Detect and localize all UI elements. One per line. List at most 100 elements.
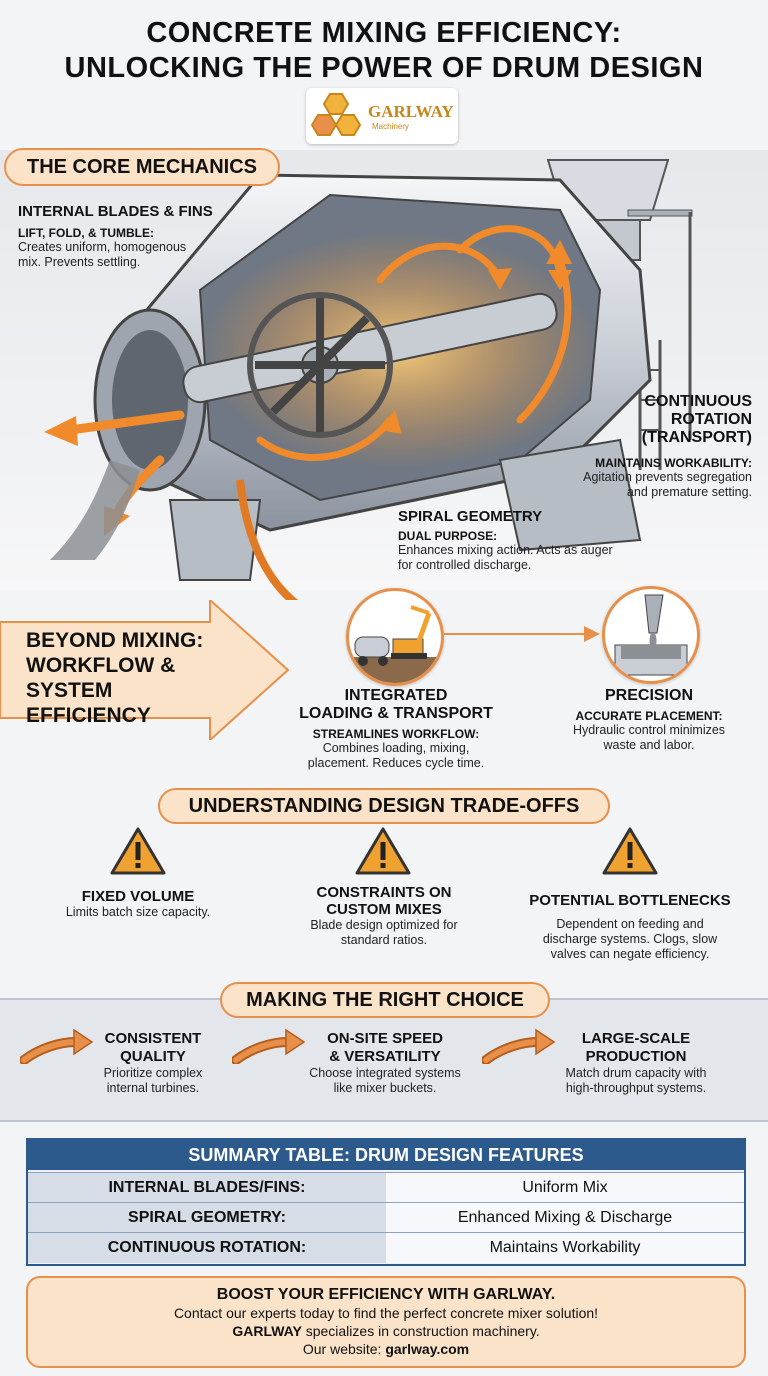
page-title: CONCRETE MIXING EFFICIENCY: UNLOCKING TH… (0, 16, 768, 86)
rotation-title-2: ROTATION (670, 411, 752, 428)
choice-title: LARGE-SCALE (581, 1030, 691, 1047)
choice-title: ON-SITE SPEED (327, 1030, 443, 1047)
tradeoff-desc: standard ratios. (340, 933, 428, 947)
spiral-subtitle: DUAL PURPOSE: (398, 529, 498, 543)
precision-subtitle: ACCURATE PLACEMENT: (575, 709, 723, 723)
tradeoff-title: FIXED VOLUME (81, 888, 195, 905)
precision-annotation: PRECISION ACCURATE PLACEMENT: Hydraulic … (544, 687, 754, 753)
precision-desc-2: waste and labor. (603, 738, 695, 752)
choice-title: & VERSATILITY (329, 1048, 441, 1065)
tradeoff-desc: Limits batch size capacity. (65, 905, 211, 919)
spiral-desc-1: Enhances mixing action. Acts as auger (398, 543, 613, 557)
choice-desc: like mixer buckets. (333, 1081, 437, 1095)
excavator-mixer-icon (349, 605, 441, 683)
tradeoff-desc: valves can negate efficiency. (550, 947, 710, 961)
spiral-title: SPIRAL GEOMETRY (398, 508, 543, 525)
choice-desc: Prioritize complex (103, 1066, 203, 1080)
flow-arrow-icon (584, 626, 600, 642)
summary-table-heading: SUMMARY TABLE: DRUM DESIGN FEATURES (28, 1140, 744, 1170)
cta-brand: GARLWAY (232, 1323, 302, 1339)
beyond-line-3: SYSTEM (26, 679, 113, 702)
website-link[interactable]: garlway.com (385, 1341, 470, 1357)
table-cell-value: Uniform Mix (386, 1173, 744, 1203)
core-mechanics-heading: THE CORE MECHANICS (4, 148, 280, 186)
rotation-details: MAINTAINS WORKABILITY: Agitation prevent… (548, 456, 752, 500)
tradeoff-title: CUSTOM MIXES (326, 901, 442, 918)
blades-title: INTERNAL BLADES & FINS (18, 203, 213, 220)
choice-title: CONSISTENT (104, 1030, 202, 1047)
chute-pour-icon (614, 594, 688, 676)
warning-icon (110, 827, 166, 875)
tradeoff-title: POTENTIAL BOTTLENECKS (529, 892, 731, 909)
precision-title: PRECISION (604, 687, 693, 704)
choice-quality: CONSISTENT QUALITY Prioritize complex in… (58, 1030, 248, 1096)
cta-website-text: Our website: garlway.com (28, 1340, 744, 1358)
blades-annotation: INTERNAL BLADES & FINS LIFT, FOLD, & TUM… (18, 203, 278, 270)
rotation-desc-1: Agitation prevents segregation (583, 470, 752, 484)
table-cell-value: Maintains Workability (386, 1233, 744, 1263)
cta-specializes-text: GARLWAY specializes in construction mach… (28, 1322, 744, 1340)
logo-sub: Machinery (372, 122, 409, 131)
choice-band (0, 998, 768, 1122)
beyond-line-2: WORKFLOW & (26, 654, 176, 677)
tradeoff-custom-mixes: CONSTRAINTS ON CUSTOM MIXES Blade design… (274, 884, 494, 948)
rotation-subtitle: MAINTAINS WORKABILITY: (595, 456, 752, 470)
garlway-logo: GARLWAY Machinery (306, 88, 458, 144)
title-line-2: UNLOCKING THE POWER OF DRUM DESIGN (64, 52, 704, 84)
tradeoff-desc: Blade design optimized for (310, 918, 458, 932)
choice-speed: ON-SITE SPEED & VERSATILITY Choose integ… (280, 1030, 490, 1096)
tradeoff-title: CONSTRAINTS ON (316, 884, 452, 901)
precision-placement-circle (602, 586, 700, 684)
integrated-annotation: INTEGRATED LOADING & TRANSPORT STREAMLIN… (276, 687, 516, 771)
choice-arrow-icon (482, 1028, 556, 1064)
choice-desc: internal turbines. (106, 1081, 200, 1095)
rotation-annotation: CONTINUOUS ROTATION (TRANSPORT) (556, 393, 752, 447)
blades-desc-1: Creates uniform, homogenous (18, 240, 187, 254)
blades-subtitle: LIFT, FOLD, & TUMBLE: (18, 226, 154, 240)
choice-arrow-icon (20, 1028, 94, 1064)
table-cell-feature: CONTINUOUS ROTATION: (28, 1233, 387, 1263)
integrated-desc-1: Combines loading, mixing, (322, 741, 470, 755)
tradeoff-fixed-volume: FIXED VOLUME Limits batch size capacity. (28, 888, 248, 920)
choice-title: QUALITY (120, 1048, 186, 1065)
integrated-title-2: LOADING & TRANSPORT (299, 705, 493, 722)
integrated-subtitle: STREAMLINES WORKFLOW: (312, 727, 480, 741)
title-line-1: CONCRETE MIXING EFFICIENCY: (146, 17, 622, 49)
beyond-line-4: EFFICIENCY (26, 704, 151, 727)
summary-table: SUMMARY TABLE: DRUM DESIGN FEATURES INTE… (26, 1138, 746, 1266)
precision-desc-1: Hydraulic control minimizes (572, 723, 726, 737)
logo-brand: GARLWAY (368, 102, 454, 121)
tradeoffs-heading: UNDERSTANDING DESIGN TRADE-OFFS (158, 788, 610, 824)
choice-title: PRODUCTION (585, 1048, 687, 1065)
choice-desc: high-throughput systems. (565, 1081, 707, 1095)
table-row: INTERNAL BLADES/FINS: Uniform Mix (28, 1172, 744, 1203)
beyond-arrow-shape (0, 600, 290, 740)
rotation-desc-2: and premature setting. (626, 485, 752, 499)
cta-specializes-rest: specializes in construction machinery. (301, 1323, 540, 1339)
choice-desc: Choose integrated systems (309, 1066, 461, 1080)
tradeoff-bottlenecks: POTENTIAL BOTTLENECKS Dependent on feedi… (508, 892, 752, 962)
hexagon-logo-icon (310, 93, 362, 136)
flow-connector-line (444, 633, 594, 635)
table-cell-value: Enhanced Mixing & Discharge (386, 1203, 744, 1233)
table-row: CONTINUOUS ROTATION: Maintains Workabili… (28, 1232, 744, 1263)
choice-heading: MAKING THE RIGHT CHOICE (220, 982, 550, 1018)
spiral-desc-2: for controlled discharge. (398, 558, 532, 572)
blades-desc-2: mix. Prevents settling. (18, 255, 141, 269)
beyond-line-1: BEYOND MIXING: (26, 629, 204, 652)
table-row: SPIRAL GEOMETRY: Enhanced Mixing & Disch… (28, 1202, 744, 1233)
warning-icon (602, 827, 658, 875)
rotation-title-3: (TRANSPORT) (641, 429, 752, 446)
tradeoff-desc: Dependent on feeding and (556, 917, 704, 931)
table-cell-feature: SPIRAL GEOMETRY: (28, 1203, 387, 1233)
beyond-mixing-heading: BEYOND MIXING: WORKFLOW & SYSTEM EFFICIE… (26, 628, 286, 728)
choice-desc: Match drum capacity with (565, 1066, 707, 1080)
mixer-drum-illustration (44, 159, 693, 600)
integrated-desc-2: placement. Reduces cycle time. (307, 756, 485, 770)
tradeoff-desc: discharge systems. Clogs, slow (542, 932, 718, 946)
table-cell-feature: INTERNAL BLADES/FINS: (28, 1173, 387, 1203)
cta-headline: BOOST YOUR EFFICIENCY WITH GARLWAY. (216, 1286, 556, 1303)
rotation-title-1: CONTINUOUS (644, 393, 752, 410)
cta-contact-text: Contact our experts today to find the pe… (173, 1305, 599, 1321)
integrated-title-1: INTEGRATED (344, 687, 448, 704)
